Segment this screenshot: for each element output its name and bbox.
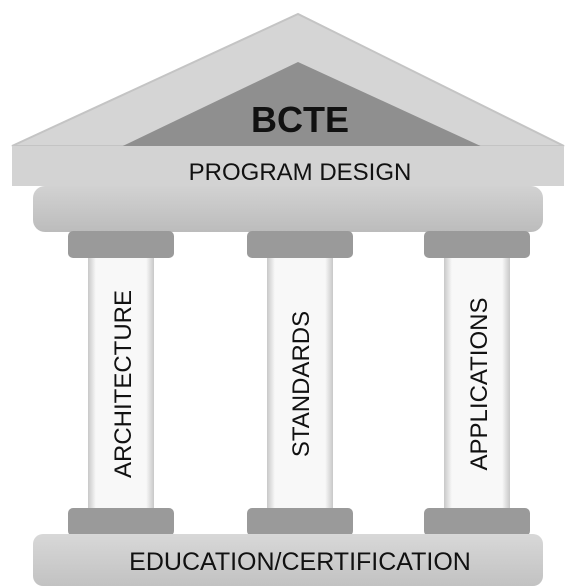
base-slab bbox=[33, 534, 543, 586]
pillar-plinth bbox=[424, 508, 530, 536]
pillar-plinth bbox=[68, 508, 174, 536]
pillar-architecture: ARCHITECTURE bbox=[68, 231, 174, 536]
pillar-capital bbox=[247, 231, 353, 258]
pillar-label: STANDARDS bbox=[288, 311, 315, 457]
pillar-standards: STANDARDS bbox=[247, 231, 353, 536]
pillar-column bbox=[88, 258, 154, 510]
roof-inner-triangle bbox=[106, 62, 498, 154]
roof-band-label: PROGRAM DESIGN bbox=[189, 159, 412, 186]
pillar-capital bbox=[424, 231, 530, 258]
pillar-column bbox=[267, 258, 333, 510]
pillar-column bbox=[444, 258, 510, 510]
base: EDUCATION/CERTIFICATION bbox=[33, 534, 543, 586]
pillar-capital bbox=[68, 231, 174, 258]
pillar-plinth bbox=[247, 508, 353, 536]
pillar-label: APPLICATIONS bbox=[466, 298, 493, 471]
entablature: PROGRAM DESIGN bbox=[12, 146, 564, 232]
base-label: EDUCATION/CERTIFICATION bbox=[129, 548, 471, 576]
pillar-applications: APPLICATIONS bbox=[424, 231, 530, 536]
pillar-label: ARCHITECTURE bbox=[110, 290, 137, 478]
roof-title: BCTE bbox=[251, 99, 349, 140]
roof-band bbox=[12, 146, 564, 186]
roof: BCTE bbox=[11, 12, 565, 154]
beam bbox=[33, 186, 543, 232]
